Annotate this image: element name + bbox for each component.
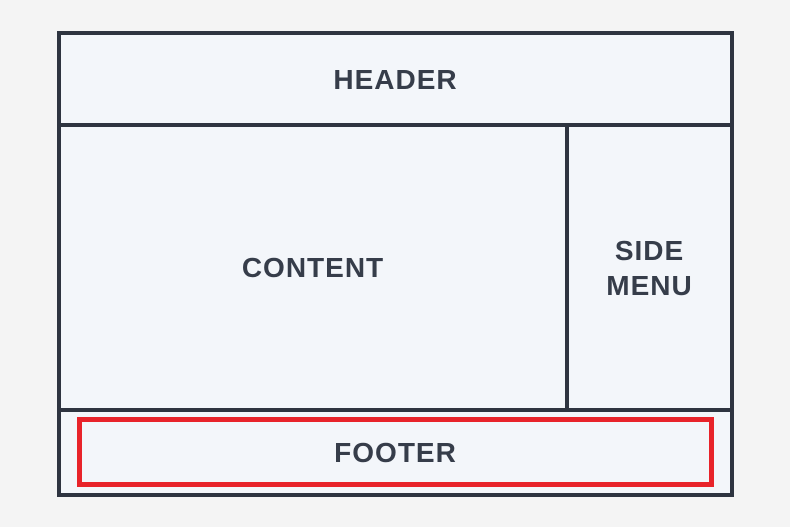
side-menu-label: SIDE MENU [606, 234, 693, 301]
content-box: CONTENT [61, 127, 565, 408]
header-box: HEADER [61, 35, 730, 127]
footer-label: FOOTER [334, 436, 457, 468]
footer-box: FOOTER [61, 408, 730, 493]
footer-highlight-box: FOOTER [77, 417, 714, 487]
header-label: HEADER [333, 63, 458, 95]
middle-row: CONTENT SIDE MENU [61, 127, 730, 408]
layout-diagram-frame: HEADER CONTENT SIDE MENU FOOTER [57, 31, 734, 497]
side-menu-box: SIDE MENU [565, 127, 730, 408]
content-label: CONTENT [241, 252, 385, 283]
